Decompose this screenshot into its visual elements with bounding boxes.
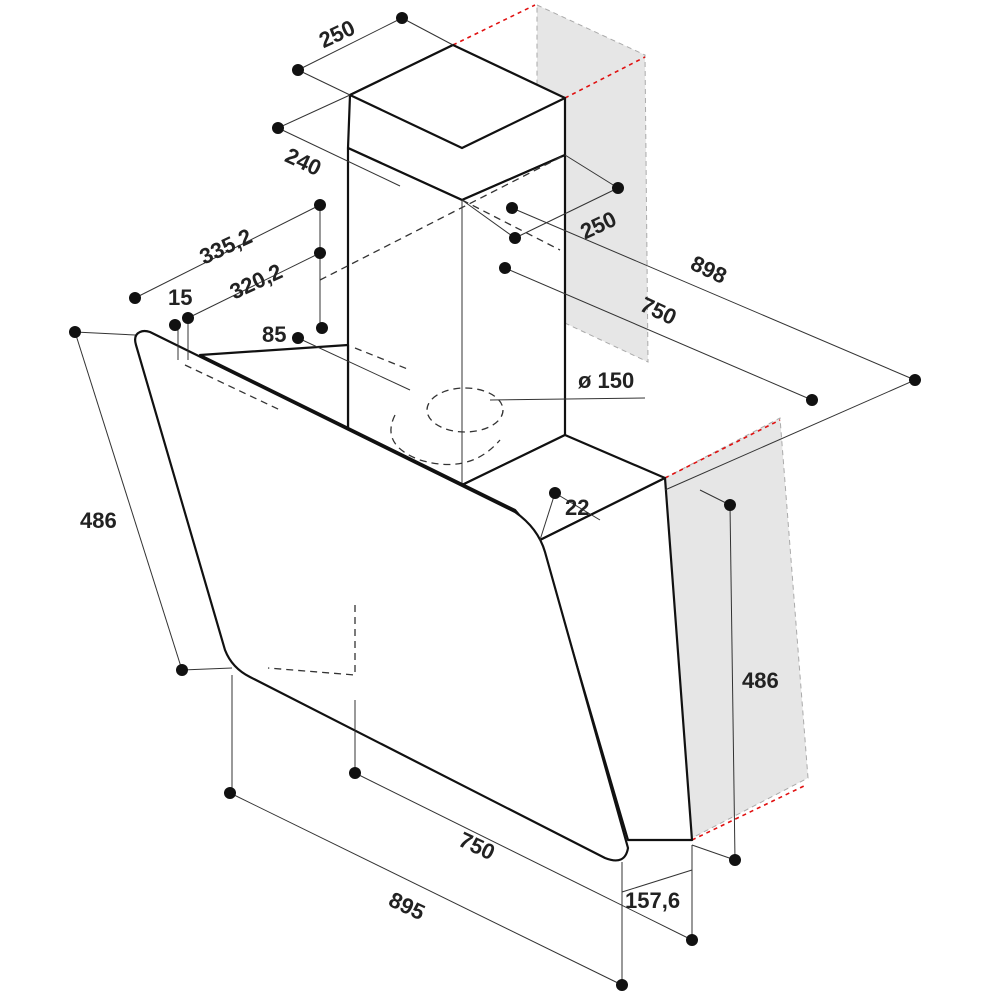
arrow-wall-top-2 (564, 56, 646, 99)
lower-chimney (346, 146, 567, 487)
hidden-line (354, 347, 411, 371)
dim-895: 895 (385, 887, 429, 925)
hidden-line-top (184, 364, 281, 411)
dim-85: 85 (262, 322, 286, 347)
upper-chimney-top (348, 43, 567, 150)
dim-duct-diameter: ø 150 (578, 368, 634, 393)
duct-outline (426, 387, 504, 433)
hidden-line-back2 (461, 199, 561, 251)
dim-898: 898 (687, 251, 731, 289)
dim-157-6: 157,6 (625, 888, 680, 913)
dim-486-right: 486 (742, 668, 779, 693)
glass-panel (134, 329, 630, 862)
arrow-wall-mid (664, 419, 781, 479)
arrow-wall-bottom (691, 784, 807, 841)
dim-240: 240 (281, 143, 325, 181)
dimension-dots (69, 12, 921, 991)
dim-750-bottom: 750 (455, 827, 499, 865)
dim-22: 22 (565, 495, 589, 520)
dim-15: 15 (168, 285, 192, 310)
dim-250-top: 250 (315, 15, 359, 53)
dimension-lines (74, 17, 916, 990)
hidden-line-back (319, 154, 566, 281)
arrow-wall-top-1 (452, 4, 536, 46)
dim-486-left: 486 (80, 508, 117, 533)
dim-320-2: 320,2 (226, 259, 286, 305)
dim-335-2: 335,2 (196, 223, 256, 269)
duct-outline-2 (390, 414, 501, 466)
